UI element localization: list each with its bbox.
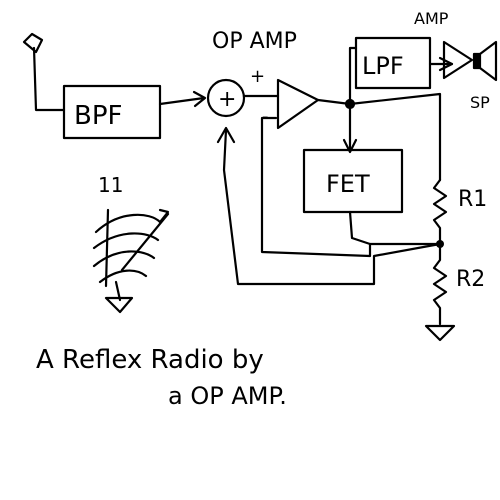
- amp-label: AMP: [414, 9, 449, 28]
- opamp-minus-label: -: [262, 106, 269, 127]
- bpf-block: BPF: [62, 84, 162, 140]
- caption-line-2: a OP AMP.: [168, 382, 287, 410]
- opamp-output-wires: [316, 46, 442, 182]
- coil-icon: [92, 208, 170, 314]
- ground-icon: [424, 324, 456, 342]
- resistor-r1: [432, 178, 448, 246]
- fet-label: FET: [326, 170, 370, 198]
- resistor-r2: [432, 242, 448, 326]
- bpf-to-sum-arrow: [158, 90, 207, 108]
- antenna-icon: [22, 32, 66, 112]
- speaker-icon: [472, 40, 498, 82]
- lpf-block: LPF: [354, 36, 432, 90]
- fet-block: FET: [302, 148, 404, 214]
- op-amp-symbol: + -: [250, 66, 320, 130]
- summing-junction: +: [206, 78, 246, 118]
- bpf-label: BPF: [74, 101, 122, 131]
- opamp-plus-label: +: [250, 66, 265, 87]
- lpf-label: LPF: [362, 52, 404, 80]
- r2-label: R2: [456, 267, 485, 292]
- sum-plus-label: +: [218, 87, 236, 112]
- fet-feedback-wires: [260, 116, 442, 258]
- coil-mark-label: 11: [98, 173, 123, 197]
- op-amp-title: OP AMP: [212, 29, 297, 54]
- return-path-wire: [216, 126, 442, 286]
- sp-label: SP: [470, 93, 490, 112]
- caption-line-1: A Reflex Radio by: [36, 345, 264, 375]
- lpf-to-amp-wire: [428, 40, 474, 80]
- r1-label: R1: [458, 187, 487, 212]
